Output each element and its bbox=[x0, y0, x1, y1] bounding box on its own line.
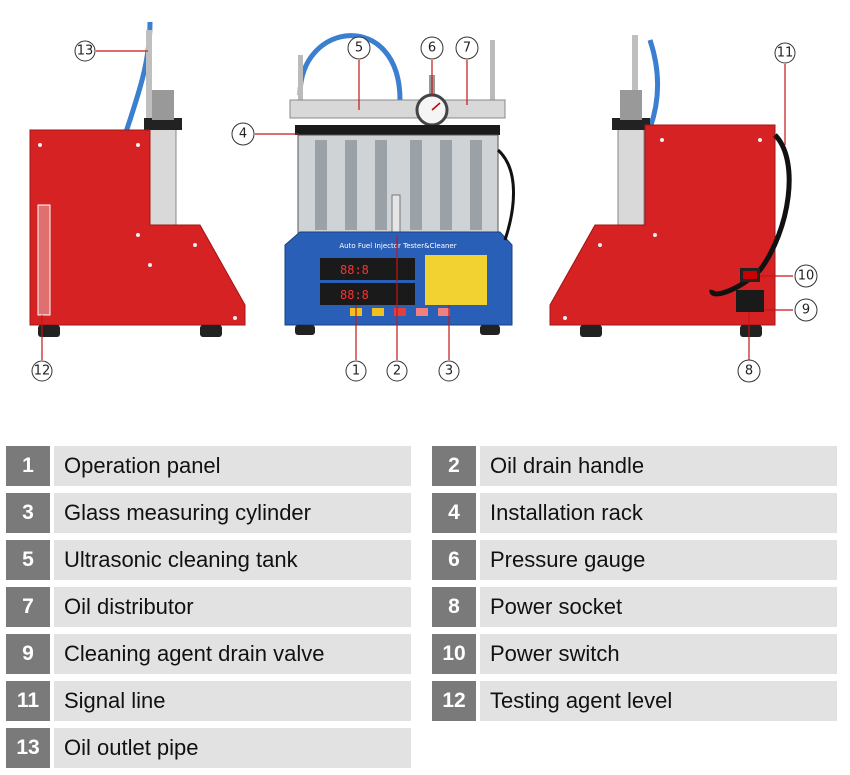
callout-1: 1 bbox=[352, 364, 360, 379]
legend-row: 2 Oil drain handle bbox=[432, 446, 837, 486]
legend-label: Oil outlet pipe bbox=[54, 728, 411, 768]
callout-11: 11 bbox=[777, 46, 794, 61]
legend-row: 3 Glass measuring cylinder bbox=[6, 493, 411, 533]
callout-4: 4 bbox=[239, 127, 247, 142]
left-side-view bbox=[29, 21, 246, 337]
legend-number: 9 bbox=[6, 634, 50, 674]
legend-label: Operation panel bbox=[54, 446, 411, 486]
legend-number: 11 bbox=[6, 681, 50, 721]
legend-number: 12 bbox=[432, 681, 476, 721]
legend-label: Cleaning agent drain valve bbox=[54, 634, 411, 674]
callout-7: 7 bbox=[463, 41, 471, 56]
legend-row: 6 Pressure gauge bbox=[432, 540, 837, 580]
legend-label: Glass measuring cylinder bbox=[54, 493, 411, 533]
legend-number: 3 bbox=[6, 493, 50, 533]
legend-number: 1 bbox=[6, 446, 50, 486]
callout-12: 12 bbox=[34, 364, 51, 379]
legend-number: 8 bbox=[432, 587, 476, 627]
panel-title: Auto Fuel Injector Tester&Cleaner bbox=[339, 242, 456, 250]
legend-row: 10 Power switch bbox=[432, 634, 837, 674]
legend-row: 13 Oil outlet pipe bbox=[6, 728, 411, 768]
legend-number: 10 bbox=[432, 634, 476, 674]
legend-label: Power switch bbox=[480, 634, 837, 674]
legend-number: 5 bbox=[6, 540, 50, 580]
leader-lines bbox=[41, 50, 793, 360]
callout-5: 5 bbox=[355, 41, 363, 56]
legend-label: Power socket bbox=[480, 587, 837, 627]
legend-label: Signal line bbox=[54, 681, 411, 721]
legend-row: 11 Signal line bbox=[6, 681, 411, 721]
legend-label: Oil drain handle bbox=[480, 446, 837, 486]
legend-number: 6 bbox=[432, 540, 476, 580]
callout-2: 2 bbox=[393, 364, 401, 379]
callout-13: 13 bbox=[77, 44, 94, 59]
legend-label: Ultrasonic cleaning tank bbox=[54, 540, 411, 580]
legend-label: Installation rack bbox=[480, 493, 837, 533]
legend-row: 1 Operation panel bbox=[6, 446, 411, 486]
legend-label: Testing agent level bbox=[480, 681, 837, 721]
legend-number: 7 bbox=[6, 587, 50, 627]
legend-row: 8 Power socket bbox=[432, 587, 837, 627]
legend-row: 4 Installation rack bbox=[432, 493, 837, 533]
legend-row: 9 Cleaning agent drain valve bbox=[6, 634, 411, 674]
legend-number: 4 bbox=[432, 493, 476, 533]
callout-6: 6 bbox=[428, 41, 436, 56]
callout-10: 10 bbox=[798, 269, 815, 284]
right-side-view bbox=[549, 35, 792, 337]
legend-label: Pressure gauge bbox=[480, 540, 837, 580]
callout-9: 9 bbox=[802, 303, 810, 318]
legend-label: Oil distributor bbox=[54, 587, 411, 627]
callout-3: 3 bbox=[445, 364, 453, 379]
legend-row: 7 Oil distributor bbox=[6, 587, 411, 627]
legend-number: 13 bbox=[6, 728, 50, 768]
front-view: Auto Fuel Injector Tester&Cleaner 88:8 8… bbox=[284, 33, 515, 335]
callout-8: 8 bbox=[745, 364, 753, 379]
display-top: 88:8 bbox=[340, 263, 369, 277]
display-bottom: 88:8 bbox=[340, 288, 369, 302]
callouts: 13 4 5 6 7 1 2 3 12 11 10 9 8 bbox=[31, 36, 818, 383]
legend-row: 5 Ultrasonic cleaning tank bbox=[6, 540, 411, 580]
legend-number: 2 bbox=[432, 446, 476, 486]
legend-row: 12 Testing agent level bbox=[432, 681, 837, 721]
machine-figure: Auto Fuel Injector Tester&Cleaner 88:8 8… bbox=[29, 21, 818, 383]
